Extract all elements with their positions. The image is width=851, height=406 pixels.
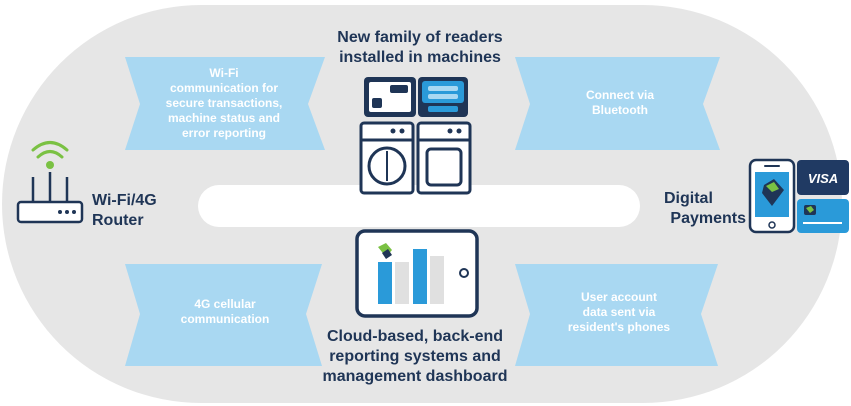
arrow-text-line: Wi-Fi	[209, 66, 239, 80]
visa-card-icon: VISA	[797, 160, 849, 195]
arrow-text-line: Bluetooth	[592, 103, 648, 117]
router-label: Wi-Fi/4G Router	[92, 191, 192, 231]
arrow-top-left	[125, 57, 325, 150]
laundry-machines-icon	[359, 121, 472, 195]
arrow-text-line: communication	[180, 312, 270, 326]
track-inner	[198, 185, 640, 227]
wifi-router-icon	[16, 141, 84, 224]
payment-card-icon	[797, 199, 849, 233]
arrow-text-line: resident's phones	[567, 320, 671, 334]
arrow-text-top-left: Wi-Fi communication for secure transacti…	[148, 66, 300, 141]
card-reader-icon	[364, 77, 468, 117]
top-title-line-1: New family of readers	[337, 29, 503, 46]
arrow-top-right	[515, 57, 720, 150]
arrow-text-line: secure transactions,	[165, 96, 283, 110]
arrow-text-line: User account	[580, 290, 658, 304]
tablet-dashboard-icon	[355, 229, 479, 318]
arrow-text-line: machine status and	[167, 111, 281, 125]
bottom-title: Cloud-based, back-end reporting systems …	[290, 327, 540, 387]
arrow-text-top-right: Connect via Bluetooth	[540, 88, 700, 118]
arrow-text-line: error reporting	[181, 126, 266, 140]
top-title-line-2: installed in machines	[339, 49, 501, 66]
arrow-text-bottom-left: 4G cellular communication	[145, 297, 305, 327]
bottom-title-line-2: reporting systems and	[329, 348, 501, 365]
digital-payments-line-1: Digital	[664, 190, 713, 207]
digital-payments-line-2: Payments	[670, 210, 746, 227]
arrow-text-line: Connect via	[585, 88, 654, 102]
router-label-line-2: Router	[92, 212, 144, 229]
arrow-text-line: communication for	[169, 81, 278, 95]
arrow-text-bottom-right: User account data sent via resident's ph…	[538, 290, 700, 335]
arrow-bottom-right	[515, 264, 718, 366]
bottom-title-line-3: management dashboard	[322, 368, 508, 385]
arrow-bottom-left	[125, 264, 322, 366]
arrow-text-line: data sent via	[582, 305, 656, 319]
visa-card-label: VISA	[808, 171, 838, 186]
bottom-title-line-1: Cloud-based, back-end	[326, 328, 504, 345]
top-title: New family of readers installed in machi…	[300, 28, 540, 68]
smartphone-icon	[748, 158, 796, 234]
arrow-text-line: 4G cellular	[194, 297, 256, 311]
router-label-line-1: Wi-Fi/4G	[92, 192, 157, 209]
digital-payments-label: Digital Payments	[646, 189, 746, 229]
